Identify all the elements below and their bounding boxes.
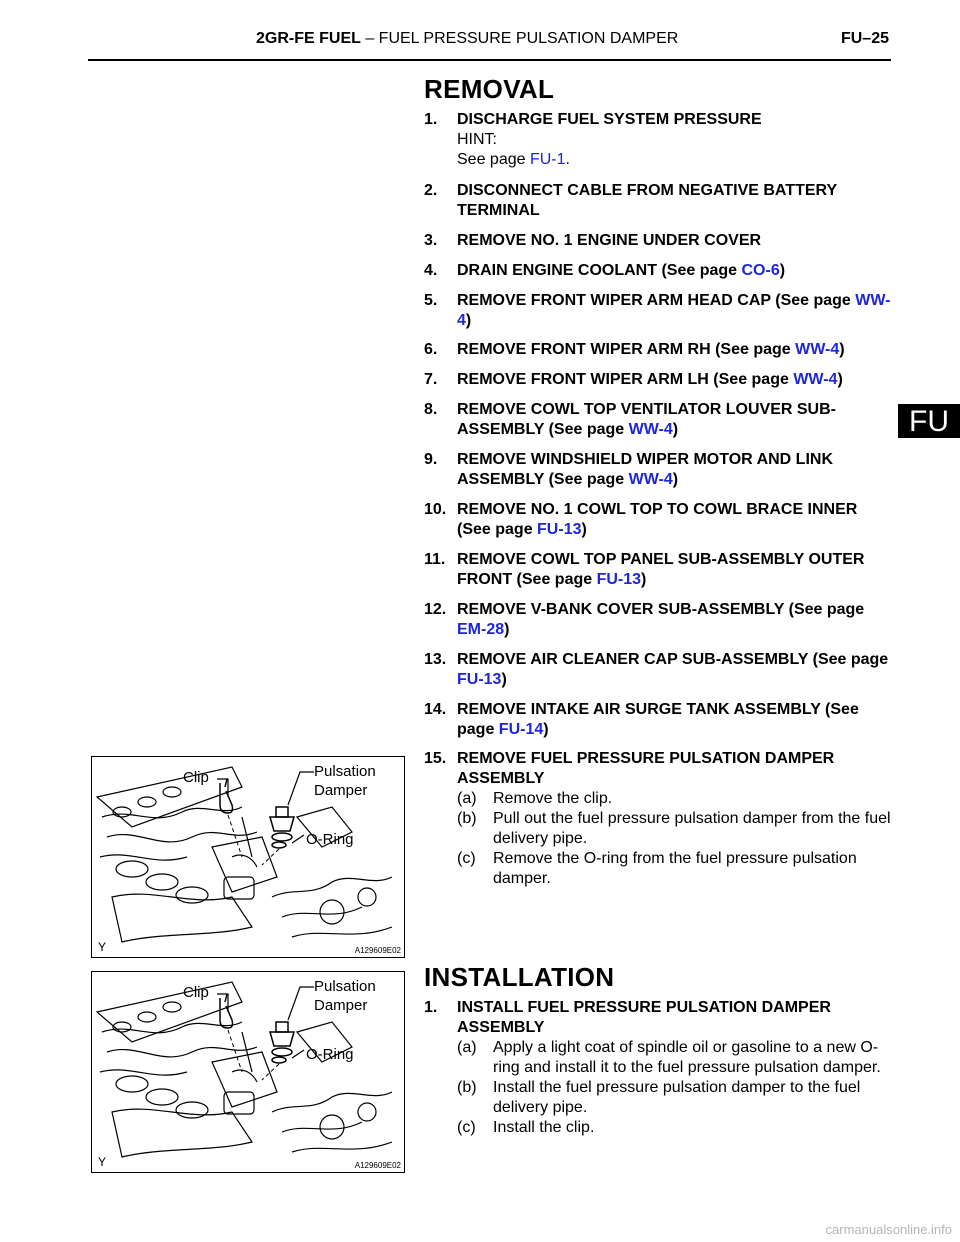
- link-ww-4[interactable]: WW-4: [628, 421, 673, 438]
- engine-drawing: [95, 981, 393, 1158]
- damper-label-line2: Damper: [314, 782, 368, 799]
- substep-c: (c)Remove the O-ring from the fuel press…: [457, 850, 857, 887]
- page-number: FU–25: [840, 30, 889, 47]
- damper-label-line2: Damper: [314, 997, 368, 1014]
- damper-illustration-removal: Clip Pulsation Damper O-Ring Y A129609E0…: [91, 756, 405, 958]
- oring-label: O-Ring: [306, 1046, 354, 1063]
- link-fu-14[interactable]: FU-14: [498, 721, 544, 738]
- substep-a: (a)Apply a light coat of spindle oil or …: [457, 1039, 881, 1076]
- damper-label-line1: Pulsation: [314, 978, 376, 995]
- link-ww-4[interactable]: WW-4: [457, 292, 891, 329]
- link-fu-13[interactable]: FU-13: [596, 571, 642, 588]
- figure-code: A129609E02: [354, 1161, 401, 1170]
- link-fu-13[interactable]: FU-13: [537, 521, 582, 538]
- link-em-28[interactable]: EM-28: [457, 621, 505, 638]
- engine-drawing: [95, 766, 393, 943]
- link-ww-4[interactable]: WW-4: [793, 371, 838, 388]
- footer-watermark: carmanualsonline.info: [825, 1222, 952, 1237]
- header-title: 2GR-FE FUEL – FUEL PRESSURE PULSATION DA…: [256, 30, 679, 47]
- damper-illustration-installation: Clip Pulsation Damper O-Ring Y A129609E0…: [91, 971, 405, 1173]
- substep-b: (b)Install the fuel pressure pulsation d…: [457, 1079, 861, 1116]
- link-fu-13[interactable]: FU-13: [457, 671, 502, 688]
- removal-heading: REMOVAL: [424, 74, 555, 104]
- damper-label-line1: Pulsation: [314, 763, 376, 780]
- substep-a: (a)Remove the clip.: [457, 790, 613, 807]
- corner-mark: Y: [98, 940, 107, 954]
- corner-mark: Y: [98, 1155, 107, 1169]
- clip-label: Clip: [183, 769, 209, 786]
- substep-b: (b)Pull out the fuel pressure pulsation …: [457, 810, 891, 847]
- installation-heading: INSTALLATION: [424, 962, 615, 992]
- link-ww-4[interactable]: WW-4: [628, 471, 673, 488]
- substep-c: (c)Install the clip.: [457, 1119, 595, 1136]
- page-header: 2GR-FE FUEL – FUEL PRESSURE PULSATION DA…: [88, 30, 891, 61]
- figure-code: A129609E02: [354, 946, 401, 955]
- clip-label: Clip: [183, 984, 209, 1001]
- link-fu-1[interactable]: FU-1: [529, 151, 566, 168]
- section-tab: FU: [898, 404, 960, 438]
- link-co-6[interactable]: CO-6: [741, 262, 780, 279]
- header-rule: [88, 59, 891, 61]
- link-ww-4[interactable]: WW-4: [795, 341, 840, 358]
- oring-label: O-Ring: [306, 831, 354, 848]
